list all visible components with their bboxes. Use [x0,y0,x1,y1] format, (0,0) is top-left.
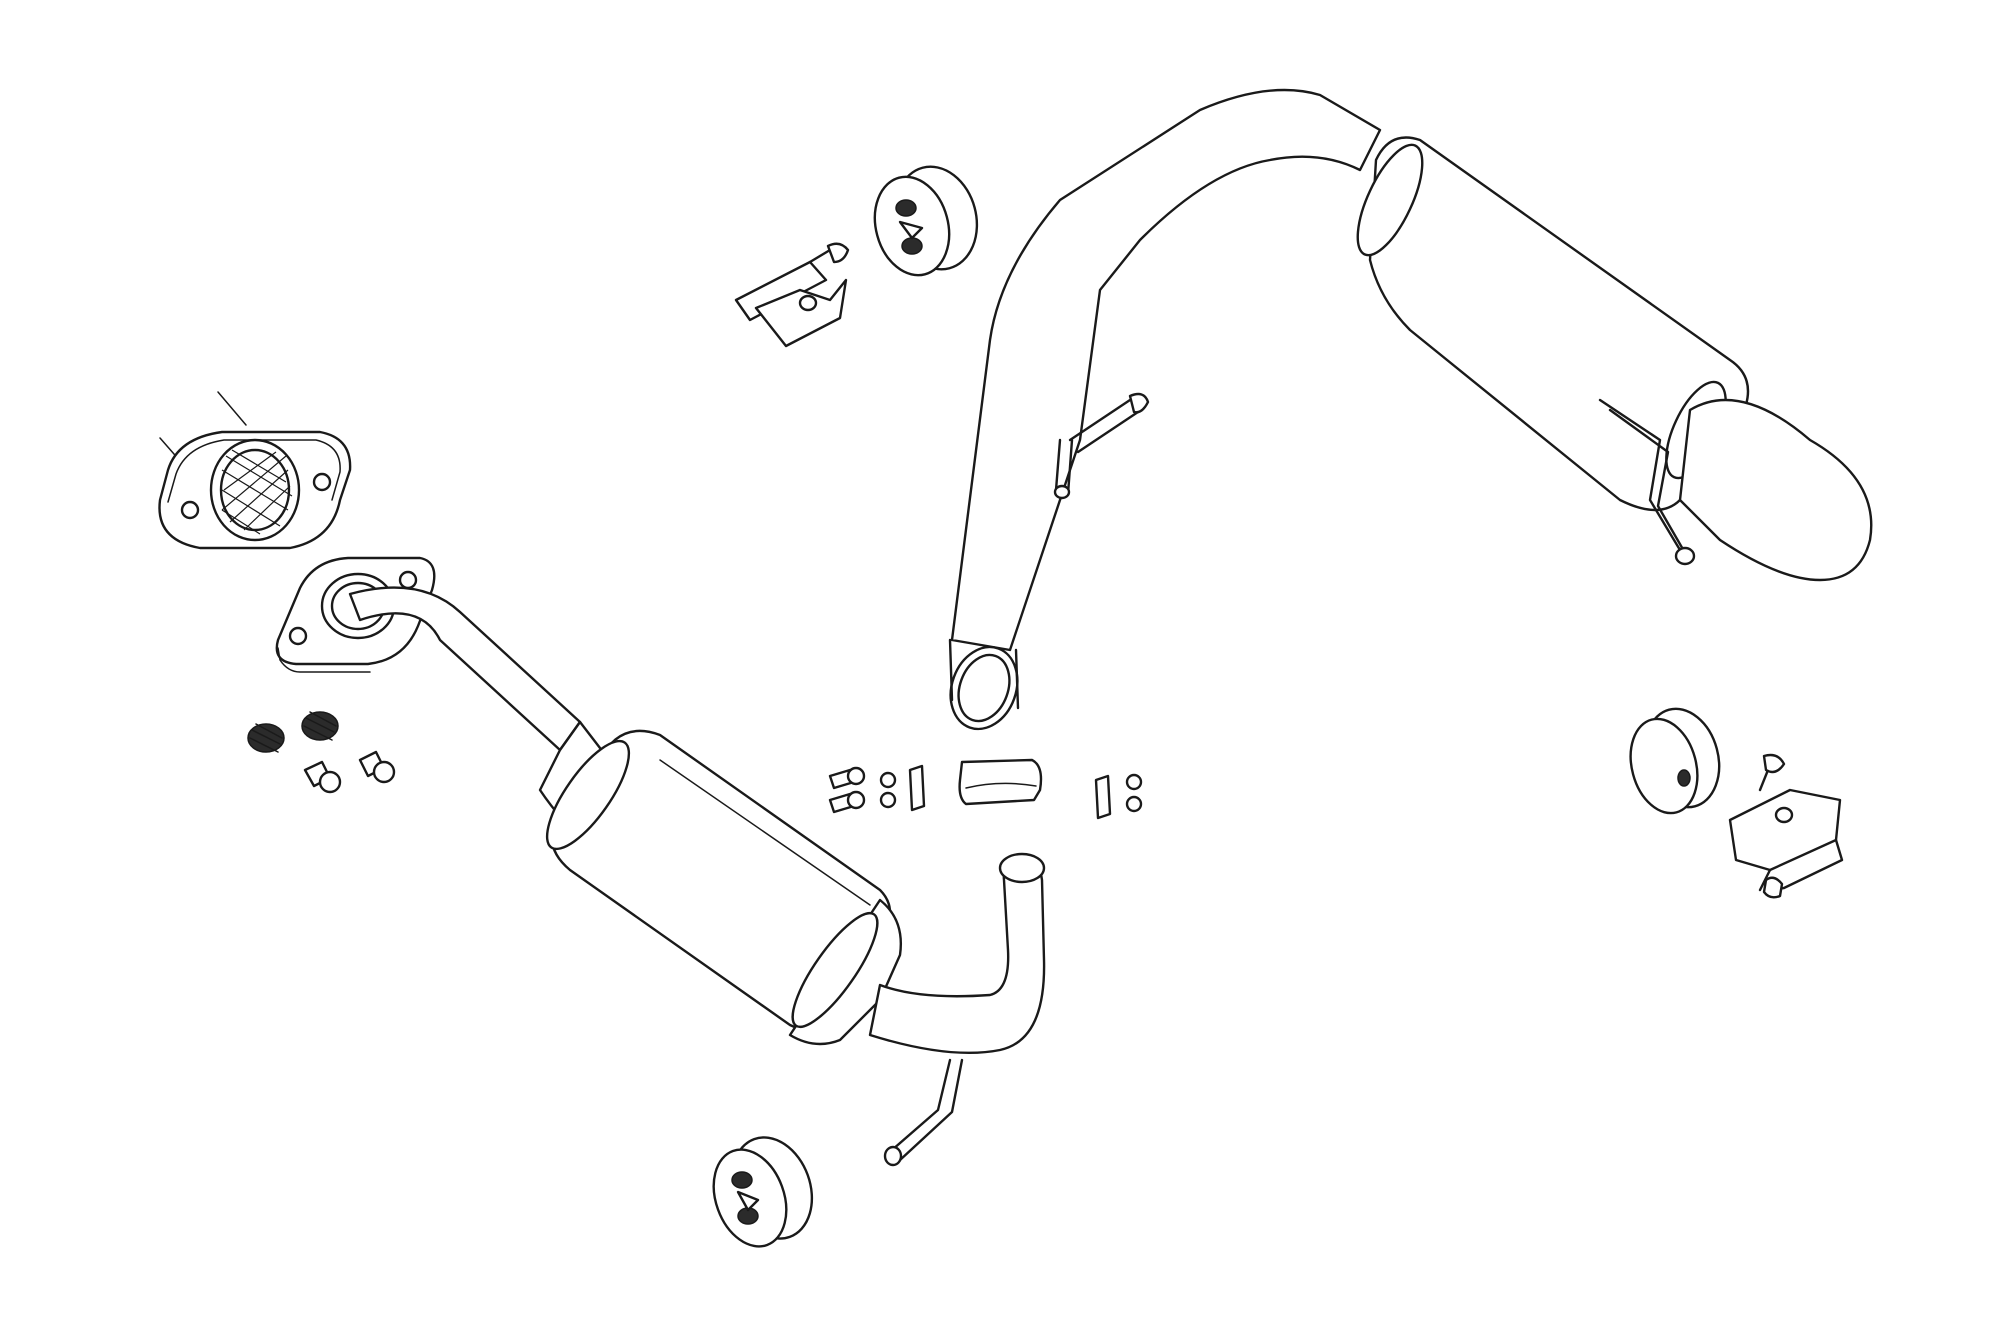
rubber-hanger-bottom [712,1136,814,1248]
exhaust-gasket [158,391,352,550]
rear-pipe-with-muffler [948,88,1873,731]
front-pipe-with-catalytic-converter [348,586,1046,1167]
hanger-bracket-right [1728,753,1844,899]
rubber-hanger-top [873,165,979,277]
exhaust-clamp [958,758,1043,806]
hanger-bracket-top [734,242,850,348]
rubber-hanger-right [1629,707,1721,815]
flange-studs-and-bolts [247,711,396,794]
clamp-bolts-and-nuts [828,764,1143,820]
